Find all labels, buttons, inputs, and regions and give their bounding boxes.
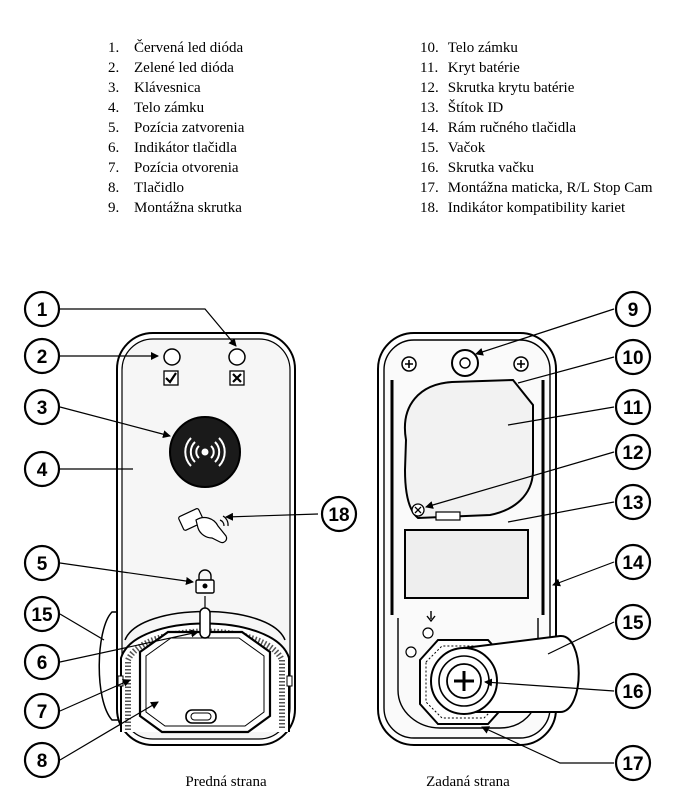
legend-item: 2.Zelené led dióda (108, 60, 234, 76)
svg-text:1: 1 (37, 300, 48, 321)
card-compatibility-icon (178, 508, 229, 544)
callout-17: 17 (614, 744, 652, 782)
legend-item: 15. Vačok (420, 140, 486, 156)
id-label (404, 529, 529, 599)
callout-8: 8 (23, 741, 61, 779)
legend-item: 7.Pozícia otvorenia (108, 160, 239, 176)
svg-text:5: 5 (37, 554, 48, 575)
callout-14: 14 (614, 543, 652, 581)
callout-13: 13 (614, 483, 652, 521)
callout-9: 9 (614, 290, 652, 328)
rfid-icon (184, 437, 226, 467)
front-caption: Predná strana (185, 774, 267, 790)
svg-text:3: 3 (37, 398, 48, 419)
svg-text:10: 10 (622, 348, 643, 369)
svg-text:4: 4 (37, 460, 48, 481)
callout-12: 12 (614, 433, 652, 471)
legend-item: 3.Klávesnica (108, 80, 201, 96)
legend-item: 5.Pozícia zatvorenia (108, 120, 245, 136)
svg-text:18: 18 (328, 505, 349, 526)
legend-item: 1.Červená led dióda (108, 40, 244, 56)
callout-15-back: 15 (614, 603, 652, 641)
top-screw-right (513, 356, 529, 372)
legend-item: 4.Telo zámku (108, 100, 205, 116)
legend-item: 13. Štítok ID (420, 100, 504, 116)
svg-text:8: 8 (37, 751, 48, 772)
front-cam (98, 611, 121, 721)
svg-text:14: 14 (622, 553, 644, 574)
back-view (377, 332, 580, 746)
top-screw-left (401, 356, 417, 372)
legend-item: 10. Telo zámku (420, 40, 518, 56)
legend-left: 1.Červená led dióda 2.Zelené led dióda 3… (108, 38, 244, 218)
svg-text:7: 7 (37, 702, 48, 723)
callout-2: 2 (23, 337, 61, 375)
svg-text:15: 15 (622, 613, 644, 634)
legend-item: 17. Montážna maticka, R/L Stop Cam (420, 180, 653, 196)
svg-text:15: 15 (31, 605, 53, 626)
legend-item: 16. Skrutka vačku (420, 160, 534, 176)
svg-text:17: 17 (622, 754, 643, 775)
lock-closed-icon (195, 569, 215, 594)
svg-text:6: 6 (37, 653, 48, 674)
callout-lines (59, 308, 615, 764)
callout-7: 7 (23, 692, 61, 730)
svg-text:2: 2 (37, 347, 48, 368)
callout-18: 18 (320, 495, 358, 533)
callout-4: 4 (23, 450, 61, 488)
green-led (163, 348, 181, 366)
legend-item: 14. Rám ručného tlačidla (420, 120, 577, 136)
legend-item: 12. Skrutka krytu batérie (420, 80, 575, 96)
callout-6: 6 (23, 643, 61, 681)
svg-text:12: 12 (622, 443, 643, 464)
legend-item: 11. Kryt batérie (420, 60, 520, 76)
callout-1: 1 (23, 290, 61, 328)
legend-item: 8.Tlačidlo (108, 180, 184, 196)
red-led (228, 348, 246, 366)
front-view (98, 332, 296, 746)
svg-text:9: 9 (628, 300, 639, 321)
callout-16: 16 (614, 672, 652, 710)
legend-right: 10. Telo zámku 11. Kryt batérie 12. Skru… (420, 38, 653, 218)
battery-cover (403, 378, 534, 520)
legend-item: 6.Indikátor tlačidla (108, 140, 237, 156)
svg-text:16: 16 (622, 682, 643, 703)
back-caption: Zadaná strana (426, 774, 510, 790)
callout-15-front: 15 (23, 595, 61, 633)
legend-item: 9.Montážna skrutka (108, 200, 242, 216)
svg-text:11: 11 (623, 398, 644, 419)
legend-item: 18. Indikátor kompatibility kariet (420, 200, 626, 216)
callout-10: 10 (614, 338, 652, 376)
callout-5: 5 (23, 544, 61, 582)
svg-text:13: 13 (622, 493, 643, 514)
callout-3: 3 (23, 388, 61, 426)
callout-11: 11 (614, 388, 652, 426)
button-indicator (199, 607, 211, 639)
